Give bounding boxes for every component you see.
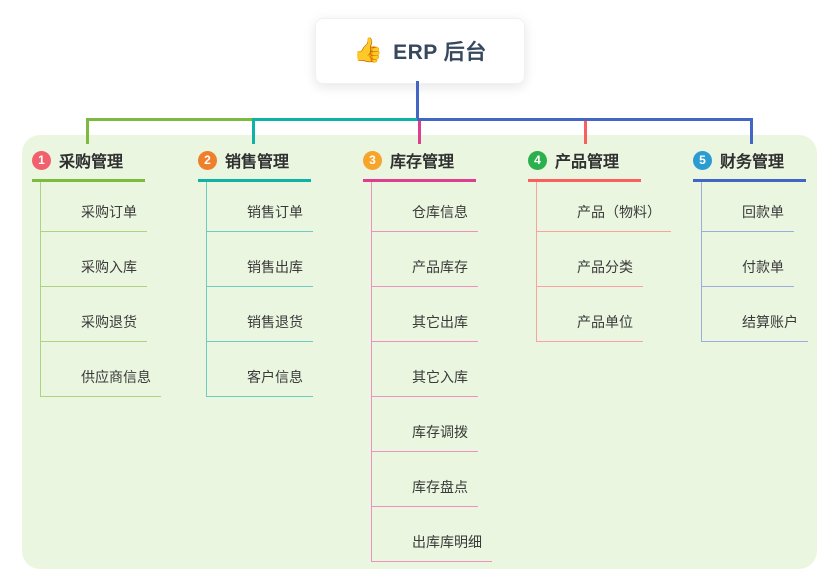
child-node-label: 产品库存 [372, 257, 478, 287]
branch-4: 4 产品管理产品（物料） 产品分类产品单位 [528, 148, 671, 342]
branch-number-badge: 3 [363, 150, 382, 170]
child-node[interactable]: 仓库信息 [372, 182, 492, 232]
branch-label: 销售管理 [225, 154, 290, 171]
branch-5: 5 财务管理回款单付款单结算账户 [693, 148, 808, 342]
branch-connector-horizontal [252, 118, 419, 121]
child-node-label: 供应商信息 [41, 367, 161, 397]
child-node[interactable]: 结算账户 [702, 287, 808, 342]
child-node[interactable]: 客户信息 [207, 342, 313, 397]
child-node-label: 其它出库 [372, 312, 478, 342]
branch-child-list: 产品（物料） 产品分类产品单位 [536, 182, 671, 342]
child-node[interactable]: 付款单 [702, 232, 808, 287]
child-node[interactable]: 供应商信息 [41, 342, 161, 397]
branch-number-badge: 4 [528, 150, 547, 170]
branch-header[interactable]: 3 库存管理 [363, 148, 476, 182]
child-node-label: 客户信息 [207, 367, 313, 397]
branches-panel [22, 135, 817, 569]
child-node[interactable]: 销售退货 [207, 287, 313, 342]
child-node-label: 结算账户 [702, 312, 808, 342]
child-node-label: 库存调拨 [372, 422, 478, 452]
child-node[interactable]: 库存盘点 [372, 452, 492, 507]
branch-connector-drop [252, 118, 255, 144]
branch-child-list: 采购订单采购入库采购退货供应商信息 [40, 182, 161, 397]
branch-label: 库存管理 [390, 154, 455, 171]
child-node[interactable]: 库存调拨 [372, 397, 492, 452]
branch-2: 2 销售管理销售订单销售出库销售退货客户信息 [198, 148, 313, 397]
branch-connector-horizontal [417, 118, 753, 121]
branch-child-list: 仓库信息产品库存其它出库其它入库库存调拨库存盘点出库库明细 [371, 182, 492, 562]
branch-1: 1 采购管理采购订单采购入库采购退货供应商信息 [32, 148, 161, 397]
child-node-label: 采购入库 [41, 257, 147, 287]
child-node[interactable]: 出库库明细 [372, 507, 492, 562]
child-node[interactable]: 产品库存 [372, 232, 492, 287]
child-node-label: 销售订单 [207, 202, 313, 232]
branch-number-badge: 1 [32, 150, 51, 170]
root-node[interactable]: 👍 ERP 后台 [315, 18, 525, 84]
branch-3: 3 库存管理仓库信息产品库存其它出库其它入库库存调拨库存盘点出库库明细 [363, 148, 492, 562]
branch-header[interactable]: 4 产品管理 [528, 148, 641, 182]
branch-label: 产品管理 [555, 154, 620, 171]
child-node[interactable]: 产品单位 [537, 287, 671, 342]
child-node-label: 仓库信息 [372, 202, 478, 232]
branch-header[interactable]: 2 销售管理 [198, 148, 311, 182]
branch-connector-drop [584, 121, 587, 144]
child-node[interactable]: 销售订单 [207, 182, 313, 232]
child-node-label: 库存盘点 [372, 477, 478, 507]
child-node-label: 出库库明细 [372, 532, 492, 562]
child-node[interactable]: 采购订单 [41, 182, 161, 232]
branch-number-badge: 2 [198, 150, 217, 170]
branch-label: 财务管理 [720, 154, 785, 171]
branch-connector-drop [86, 118, 89, 144]
child-node-label: 产品单位 [537, 312, 643, 342]
child-node-label: 采购退货 [41, 312, 147, 342]
child-node-label: 产品（物料） [537, 202, 671, 232]
child-node-label: 销售出库 [207, 257, 313, 287]
branch-label: 采购管理 [59, 154, 124, 171]
root-connector-line [416, 81, 419, 121]
child-node-label: 付款单 [702, 257, 794, 287]
branch-child-list: 回款单付款单结算账户 [701, 182, 808, 342]
branch-header[interactable]: 1 采购管理 [32, 148, 145, 182]
root-node-label: ERP 后台 [393, 41, 487, 64]
child-node[interactable]: 销售出库 [207, 232, 313, 287]
child-node[interactable]: 其它出库 [372, 287, 492, 342]
child-node-label: 产品分类 [537, 257, 643, 287]
thumbs-up-icon: 👍 [353, 37, 384, 64]
child-node[interactable]: 采购退货 [41, 287, 161, 342]
branch-connector-drop [418, 121, 421, 144]
child-node[interactable]: 采购入库 [41, 232, 161, 287]
branch-header[interactable]: 5 财务管理 [693, 148, 806, 182]
branch-connector-drop [750, 118, 753, 144]
branch-number-badge: 5 [693, 150, 712, 170]
branch-child-list: 销售订单销售出库销售退货客户信息 [206, 182, 313, 397]
child-node[interactable]: 其它入库 [372, 342, 492, 397]
child-node-label: 其它入库 [372, 367, 478, 397]
child-node-label: 回款单 [702, 202, 794, 232]
child-node[interactable]: 产品（物料） [537, 182, 671, 232]
child-node[interactable]: 产品分类 [537, 232, 671, 287]
child-node-label: 采购订单 [41, 202, 147, 232]
child-node-label: 销售退货 [207, 312, 313, 342]
child-node[interactable]: 回款单 [702, 182, 808, 232]
